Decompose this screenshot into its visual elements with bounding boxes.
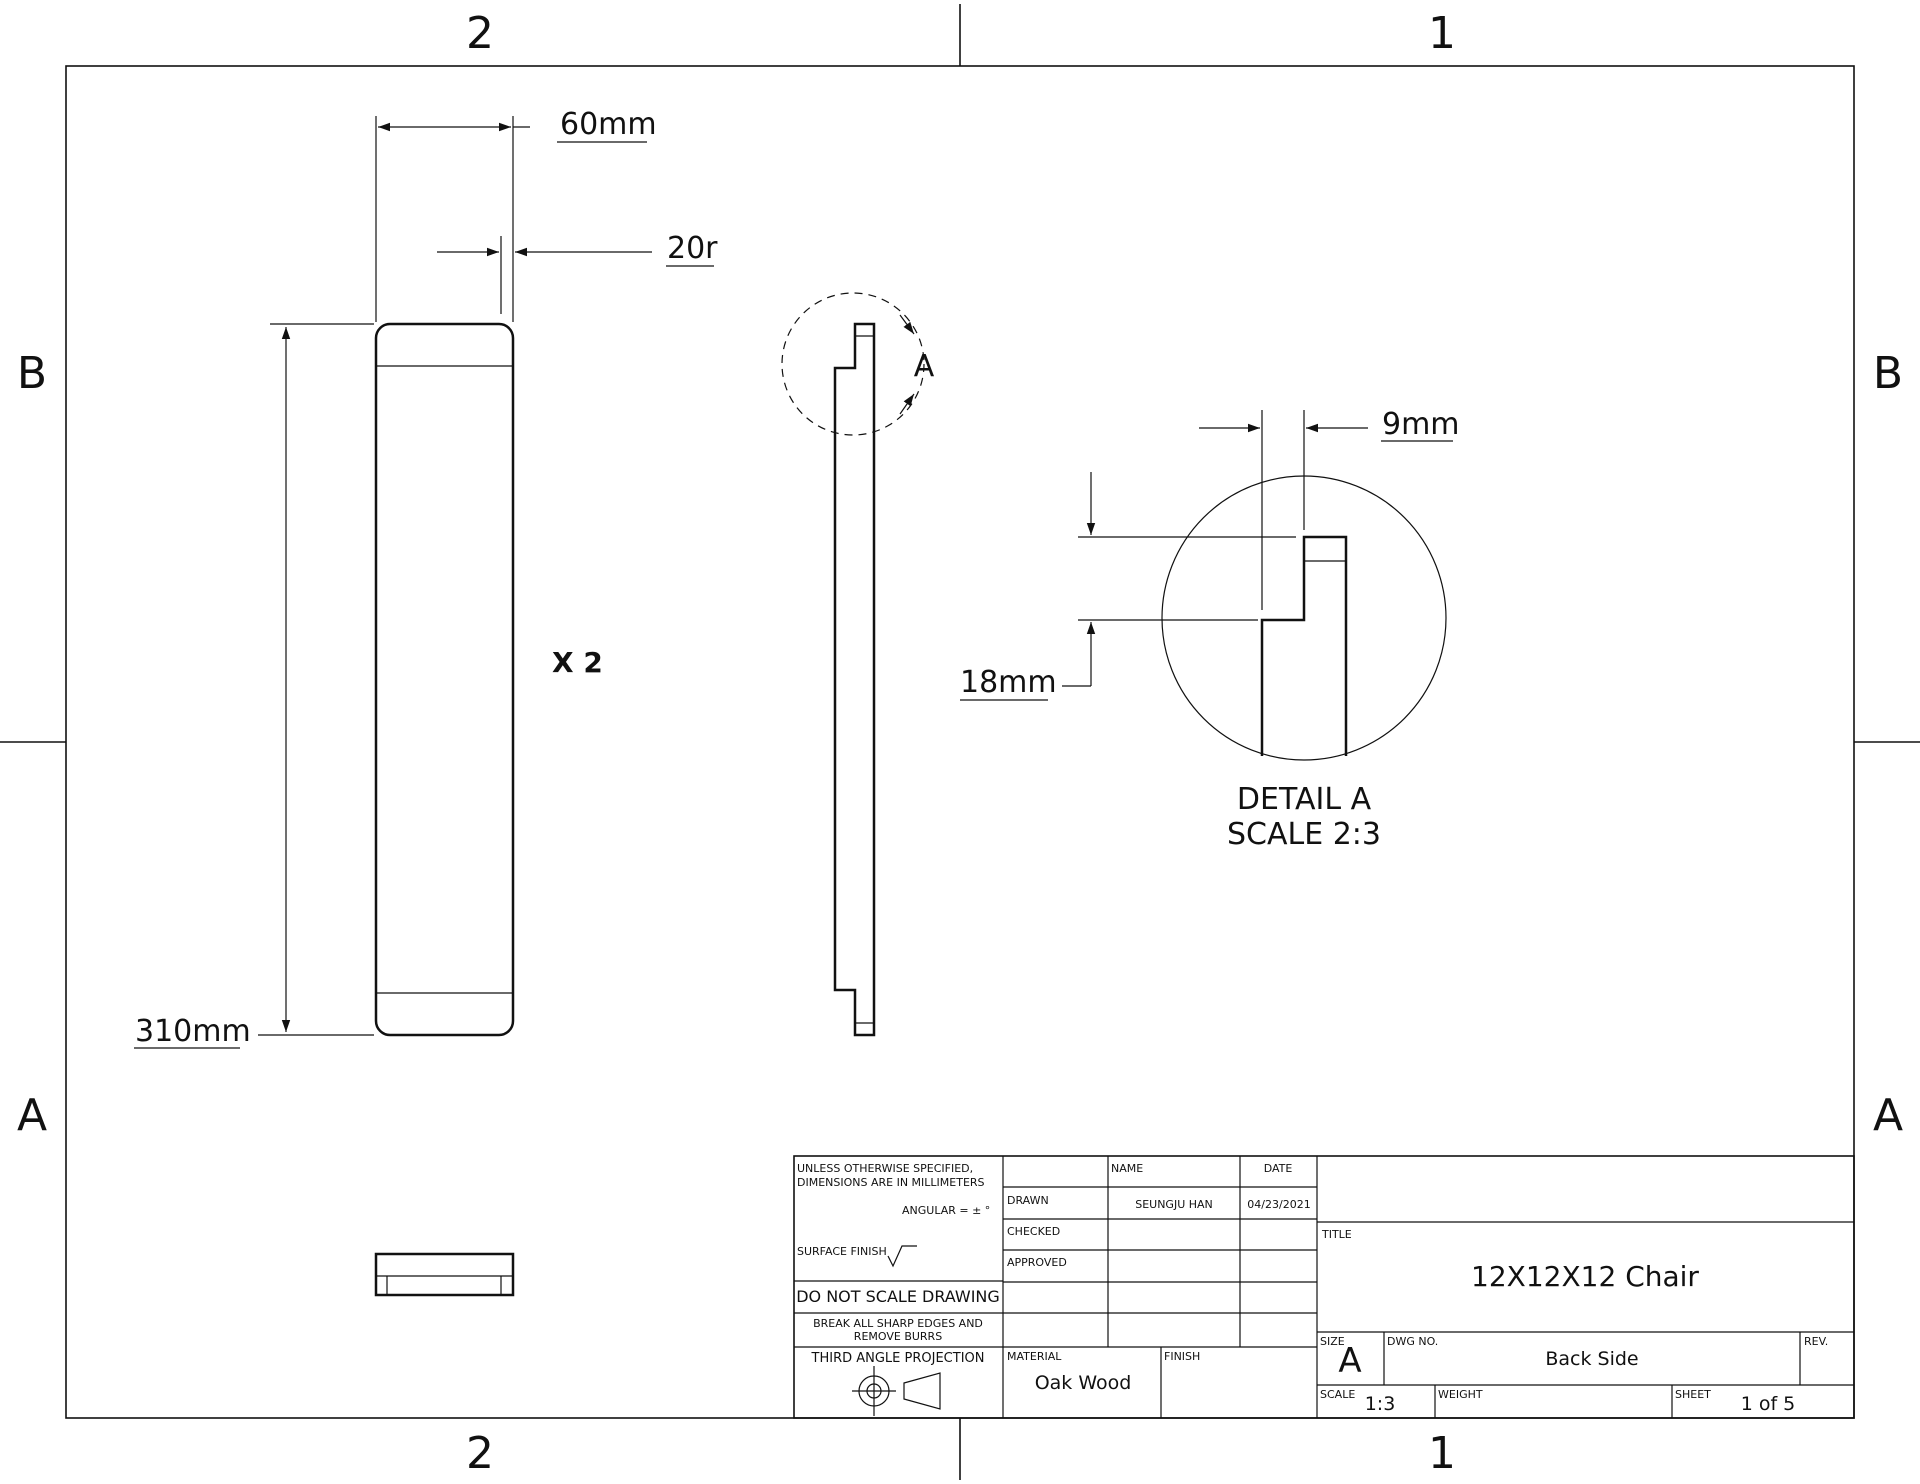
detail-height-dimension <box>960 472 1296 701</box>
radius-dimension-label: 20r <box>667 231 718 266</box>
zone-label-right-a: A <box>1873 1090 1903 1141</box>
weight-label: WEIGHT <box>1438 1388 1483 1401</box>
header-date: DATE <box>1264 1162 1293 1175</box>
break-edges-note-1: BREAK ALL SHARP EDGES AND <box>813 1317 983 1330</box>
zone-label-left-a: A <box>17 1090 47 1141</box>
zone-label-right-b: B <box>1873 348 1903 399</box>
rev-label: REV. <box>1804 1335 1828 1348</box>
width-dimension-label: 60mm <box>560 107 657 142</box>
break-edges-note-2: REMOVE BURRS <box>854 1330 942 1343</box>
finish-label: FINISH <box>1164 1350 1200 1363</box>
approved-label: APPROVED <box>1007 1256 1067 1269</box>
detail-caption-scale: SCALE 2:3 <box>1227 817 1381 852</box>
detail-callout-circle <box>781 292 925 436</box>
checked-label: CHECKED <box>1007 1225 1060 1238</box>
drawing-title: 12X12X12 Chair <box>1471 1260 1699 1293</box>
notes-line-2: DIMENSIONS ARE IN MILLIMETERS <box>797 1176 985 1189</box>
zone-label-top-2: 2 <box>466 8 494 59</box>
notes-line-1: UNLESS OTHERWISE SPECIFIED, <box>797 1162 973 1175</box>
scale-value: 1:3 <box>1365 1393 1396 1415</box>
projection-note: THIRD ANGLE PROJECTION <box>811 1351 985 1366</box>
drawn-date: 04/23/2021 <box>1247 1198 1310 1211</box>
surface-finish-icon <box>887 1245 917 1268</box>
zone-label-bottom-1: 1 <box>1428 1428 1456 1479</box>
header-name: NAME <box>1111 1162 1143 1175</box>
dwg-no-value: Back Side <box>1545 1348 1638 1370</box>
size-label: SIZE <box>1320 1335 1345 1348</box>
notes-surface-finish: SURFACE FINISH <box>797 1245 887 1258</box>
height-dimension-label: 310mm <box>135 1014 251 1049</box>
drawing-border <box>0 4 1920 1480</box>
size-value: A <box>1338 1341 1361 1381</box>
sheet-value: 1 of 5 <box>1741 1393 1796 1415</box>
notes-angular: ANGULAR = ± ° <box>902 1204 990 1217</box>
drawn-label: DRAWN <box>1007 1194 1049 1207</box>
radius-dimension <box>437 236 714 314</box>
detail-height-dimension-label: 18mm <box>960 665 1057 700</box>
detail-width-dimension <box>1199 410 1453 610</box>
side-view <box>833 322 876 1037</box>
do-not-scale-note: DO NOT SCALE DRAWING <box>796 1287 1000 1306</box>
title-block <box>793 1155 1855 1419</box>
third-angle-projection-icon <box>852 1366 941 1416</box>
height-dimension <box>134 323 374 1049</box>
zone-label-bottom-2: 2 <box>466 1428 494 1479</box>
detail-caption-title: DETAIL A <box>1237 782 1372 817</box>
material-label: MATERIAL <box>1007 1350 1062 1363</box>
top-view <box>374 1252 515 1297</box>
sheet-label: SHEET <box>1675 1388 1711 1401</box>
detail-callout-label: A <box>914 349 935 384</box>
front-view <box>374 322 515 1037</box>
quantity-note: X 2 <box>552 646 603 679</box>
width-dimension <box>375 116 647 322</box>
material-value: Oak Wood <box>1035 1372 1132 1394</box>
dwg-no-label: DWG NO. <box>1387 1335 1438 1348</box>
zone-label-top-1: 1 <box>1428 8 1456 59</box>
scale-label: SCALE <box>1320 1388 1355 1401</box>
title-label: TITLE <box>1321 1228 1352 1241</box>
detail-width-dimension-label: 9mm <box>1382 407 1460 442</box>
zone-label-left-b: B <box>17 348 47 399</box>
drawn-name: SEUNGJU HAN <box>1135 1198 1213 1211</box>
